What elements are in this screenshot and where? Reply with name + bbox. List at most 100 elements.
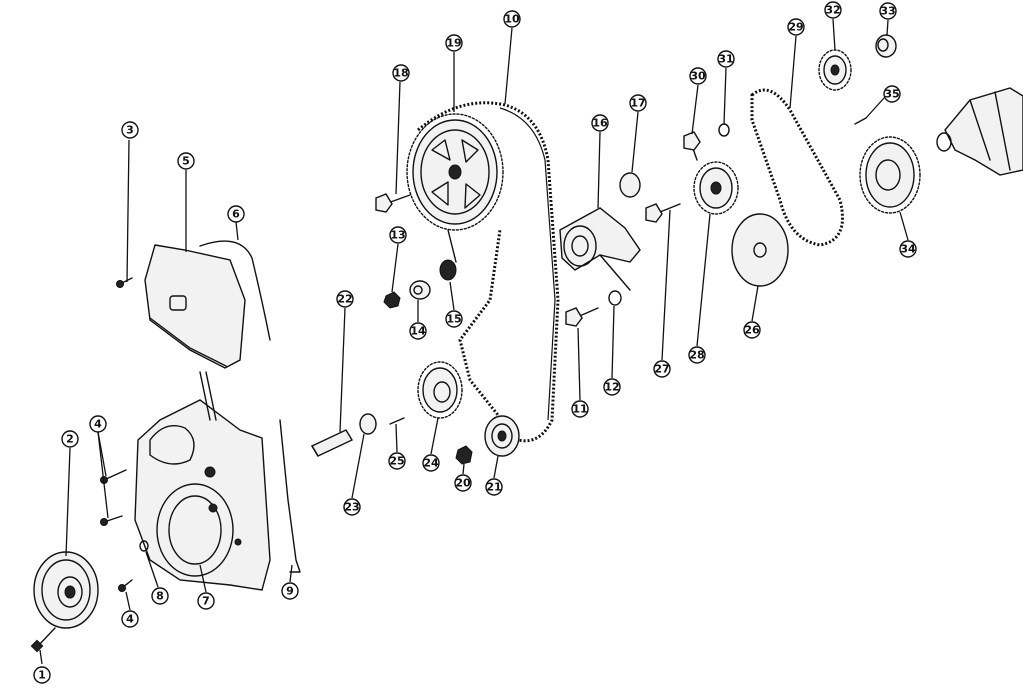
camshaft-sprocket <box>406 113 504 231</box>
callout-15: 15 <box>445 281 463 328</box>
callout-33: 33 <box>879 2 897 36</box>
svg-text:21: 21 <box>486 481 501 494</box>
sprocket-nut <box>455 445 473 465</box>
upper-timing-cover <box>144 244 246 369</box>
crankshaft-sprocket <box>484 415 520 457</box>
svg-text:27: 27 <box>654 363 669 376</box>
callout-31: 31 <box>717 50 735 125</box>
callout-7: 7 <box>197 564 215 610</box>
callout-30: 30 <box>689 67 707 135</box>
intermediate-shaft-bolt <box>311 429 353 457</box>
callout-5: 5 <box>177 152 195 252</box>
upper-cover-seal <box>199 240 271 341</box>
svg-text:3: 3 <box>126 124 134 137</box>
lower-cover-gasket <box>279 419 301 573</box>
callout-13: 13 <box>389 226 407 293</box>
svg-text:20: 20 <box>455 477 471 490</box>
timing-belt <box>417 101 560 443</box>
svg-text:4: 4 <box>94 418 102 431</box>
svg-text:1: 1 <box>38 669 46 682</box>
tensioner-bolt <box>565 307 599 327</box>
callout-16: 16 <box>591 114 609 209</box>
svg-text:15: 15 <box>446 313 461 326</box>
svg-text:7: 7 <box>202 595 210 608</box>
svg-text:14: 14 <box>410 325 426 338</box>
svg-text:18: 18 <box>393 67 408 80</box>
woodruff-key <box>854 117 867 125</box>
svg-text:6: 6 <box>232 208 240 221</box>
svg-text:12: 12 <box>604 381 619 394</box>
svg-text:32: 32 <box>825 4 840 17</box>
svg-text:31: 31 <box>718 53 733 66</box>
svg-text:26: 26 <box>744 324 760 337</box>
tensioner-washer <box>608 290 622 306</box>
spacer-33 <box>875 34 897 58</box>
callout-4b: 4 <box>121 591 139 628</box>
bolt-30 <box>683 131 701 161</box>
idler-bolt <box>645 203 681 223</box>
svg-text:25: 25 <box>389 455 404 468</box>
washer-23 <box>359 413 377 435</box>
callout-8: 8 <box>145 551 169 605</box>
lower-timing-cover <box>134 371 271 591</box>
svg-text:4: 4 <box>126 613 134 626</box>
guide-plate <box>731 213 789 287</box>
callout-2: 2 <box>61 430 79 557</box>
crankshaft <box>936 87 1023 176</box>
callout-9: 9 <box>281 564 299 600</box>
svg-text:17: 17 <box>630 97 645 110</box>
small-parts-13-14-15 <box>383 229 457 309</box>
callout-23: 23 <box>343 433 365 516</box>
callout-1: 1 <box>33 649 51 684</box>
balancer-sprocket <box>818 49 852 91</box>
pin-25 <box>389 417 405 425</box>
crankshaft-pulley <box>33 551 99 629</box>
pulley-bolt <box>30 627 56 653</box>
callout-14: 14 <box>409 300 427 340</box>
svg-text:24: 24 <box>423 457 439 470</box>
balancer-belt <box>750 88 844 247</box>
svg-text:22: 22 <box>337 293 352 306</box>
callout-3: 3 <box>121 121 139 283</box>
svg-text:34: 34 <box>900 243 916 256</box>
svg-text:30: 30 <box>690 70 706 83</box>
callout-21: 21 <box>485 455 503 496</box>
svg-text:10: 10 <box>504 13 520 26</box>
spacer <box>619 172 641 198</box>
camshaft-sprocket-bolt <box>375 193 411 213</box>
callout-4a: 4 <box>89 415 109 519</box>
svg-text:16: 16 <box>592 117 608 130</box>
svg-text:5: 5 <box>182 155 190 168</box>
svg-text:11: 11 <box>572 403 587 416</box>
intermediate-sprocket <box>417 361 463 419</box>
callout-26: 26 <box>743 285 761 339</box>
svg-text:35: 35 <box>884 88 899 101</box>
svg-text:9: 9 <box>286 585 294 598</box>
svg-text:19: 19 <box>446 37 461 50</box>
washer-31 <box>718 123 730 137</box>
callout-17: 17 <box>629 94 647 173</box>
callout-28: 28 <box>688 213 711 364</box>
belt-tensioner <box>559 207 641 291</box>
callout-12: 12 <box>603 305 621 396</box>
svg-text:29: 29 <box>788 21 803 34</box>
svg-text:8: 8 <box>156 590 164 603</box>
svg-text:13: 13 <box>390 229 405 242</box>
callout-18: 18 <box>392 64 410 195</box>
svg-text:33: 33 <box>880 5 895 18</box>
callout-25: 25 <box>388 423 406 470</box>
callout-32: 32 <box>824 1 842 51</box>
callout-24: 24 <box>422 417 440 472</box>
callout-11: 11 <box>571 327 589 418</box>
upper-cover-bolt <box>116 277 133 288</box>
callout-29: 29 <box>787 18 805 109</box>
callout-10: 10 <box>503 10 521 105</box>
callout-19: 19 <box>445 34 463 112</box>
cover-bolts <box>100 469 133 592</box>
callout-35: 35 <box>865 85 901 119</box>
callout-20: 20 <box>454 463 472 492</box>
callout-6: 6 <box>227 205 245 241</box>
svg-text:28: 28 <box>689 349 704 362</box>
crankshaft-balancer-sprocket <box>859 136 921 214</box>
